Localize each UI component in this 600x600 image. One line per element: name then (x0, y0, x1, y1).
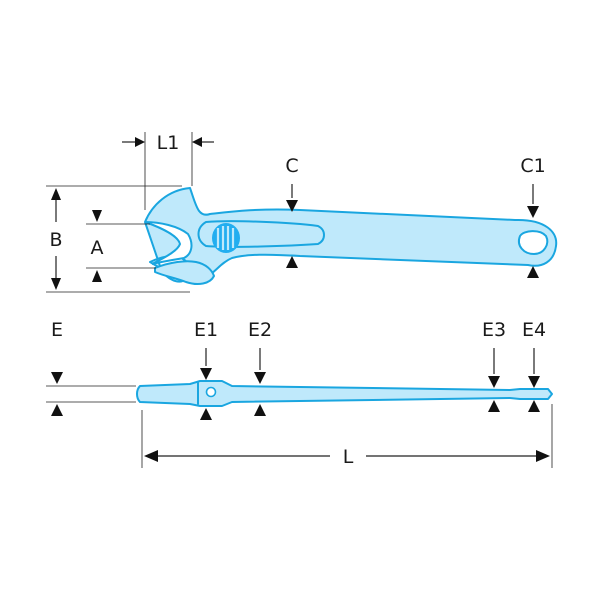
label-L: L (343, 446, 354, 468)
label-E2: E2 (248, 319, 272, 341)
dimension-E3: E3 (482, 319, 506, 412)
dimension-E1: E1 (194, 319, 218, 420)
wrench-hanging-hole (518, 230, 549, 256)
label-C: C (285, 155, 298, 177)
dimension-L1: L1 (122, 132, 214, 210)
label-E3: E3 (482, 319, 506, 341)
dimension-E2: E2 (248, 319, 272, 416)
adjuster-screw (212, 223, 240, 253)
label-L1: L1 (157, 132, 180, 154)
dimension-E4: E4 (522, 319, 546, 412)
dimension-C: C (285, 155, 299, 268)
dimension-E: E (46, 319, 136, 416)
wrench-side-view (136, 380, 553, 407)
label-E4: E4 (522, 319, 546, 341)
label-B: B (49, 229, 62, 251)
dimension-L: L (141, 404, 553, 468)
label-E1: E1 (194, 319, 218, 341)
side-view-pivot (205, 386, 217, 398)
dimension-B: B (46, 185, 190, 293)
dimension-C1: C1 (520, 155, 546, 278)
wrench-side-profile (136, 380, 553, 407)
label-E: E (51, 319, 63, 341)
wrench-lower-jaw (154, 260, 215, 285)
wrench-top-view (144, 187, 558, 285)
wrench-jaw-opening (144, 221, 193, 265)
label-A: A (91, 237, 104, 259)
dimension-A: A (86, 210, 156, 282)
label-C1: C1 (520, 155, 545, 177)
